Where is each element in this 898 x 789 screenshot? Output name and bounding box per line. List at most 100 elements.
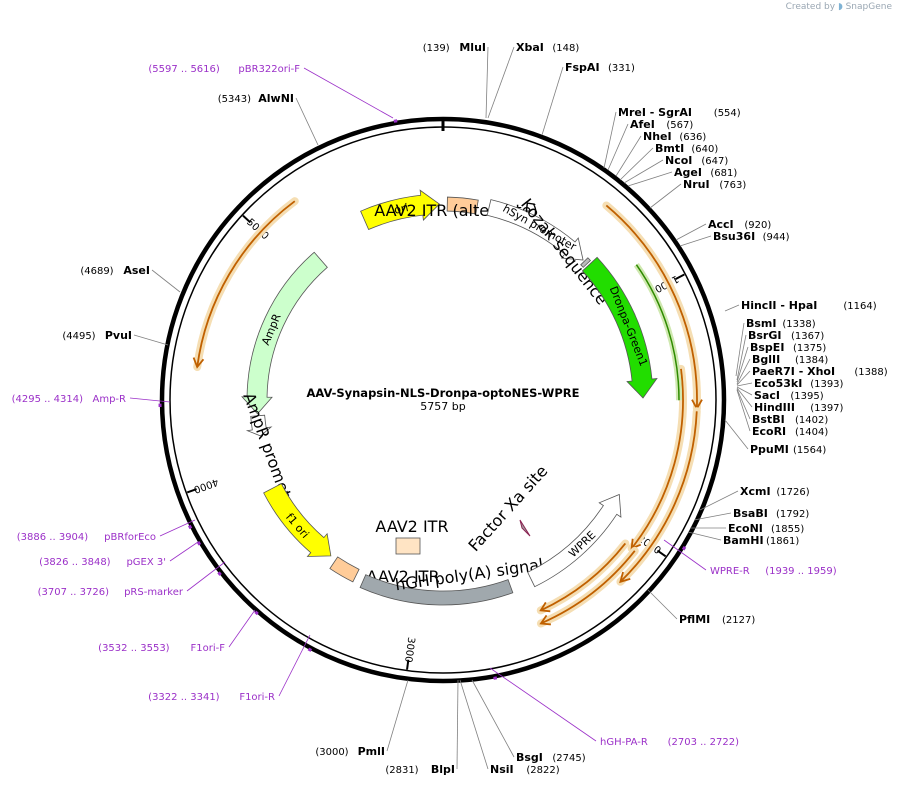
primer-name-pgex3: pGEX 3' xyxy=(126,557,166,568)
site-pos-pflmi: (2127) xyxy=(722,615,755,626)
site-pos-xbai: (148) xyxy=(552,43,579,54)
primer-name-f1orir: F1ori-R xyxy=(239,692,275,703)
site-leader-afei xyxy=(607,123,629,171)
primer-range-pbrforeco: (3886 .. 3904) xyxy=(17,532,89,543)
feature-hsyn-promoter xyxy=(486,199,584,261)
primer-name-pbr322orif: pBR322ori-F xyxy=(238,64,300,75)
site-leader-bsabi xyxy=(693,512,732,521)
site-name-saci: SacI xyxy=(754,389,780,402)
site-leader-nrui xyxy=(649,183,682,209)
site-leader-asei xyxy=(151,269,181,293)
site-pos-acci: (920) xyxy=(744,220,771,231)
site-name-afei: AfeI xyxy=(630,118,655,131)
site-pos-hindiii: (1397) xyxy=(810,403,843,414)
site-name-bglii: BglII xyxy=(752,353,780,366)
site-leader-bamhi xyxy=(687,531,722,541)
primer-leader-wprer xyxy=(663,539,707,571)
feature-label-itr-1: AAV2 ITR xyxy=(366,567,439,586)
site-name-nrui: NruI xyxy=(683,178,710,191)
site-pos-econi: (1855) xyxy=(771,524,804,535)
orf-arc-6-line xyxy=(196,200,296,368)
site-leader-bsu36i xyxy=(679,235,712,247)
site-leader-ncoi xyxy=(623,159,664,184)
site-pos-agei: (681) xyxy=(710,168,737,179)
site-name-xbai: XbaI xyxy=(516,41,544,54)
site-leader-mrei xyxy=(603,111,617,169)
site-pos-ppumi: (1564) xyxy=(793,445,826,456)
primer-range-pbr322orif: (5597 .. 5616) xyxy=(148,64,220,75)
site-name-bmti: BmtI xyxy=(655,142,684,155)
snapgene-watermark: Created by ◗ SnapGene xyxy=(786,2,892,12)
plasmid-length: 5757 bp xyxy=(420,400,465,413)
plasmid-name: AAV-Synapsin-NLS-Dronpa-optoNES-WPRE xyxy=(306,386,579,400)
primer-leader-f1orif xyxy=(228,609,256,648)
primer-leader-prsmarker xyxy=(186,561,226,592)
primer-range-hghpar: (2703 .. 2722) xyxy=(668,737,740,748)
site-pos-bglii: (1384) xyxy=(795,355,828,366)
tick-label-4000: 4000 xyxy=(192,476,220,495)
site-name-hindiii: HindIII xyxy=(754,401,795,414)
primers: pBR322ori-F(5597 .. 5616)Amp-R(4295 .. 4… xyxy=(12,64,837,748)
site-leader-saci xyxy=(736,386,753,396)
site-pos-bsmi: (1338) xyxy=(782,319,815,330)
primer-name-prsmarker: pRS-marker xyxy=(124,587,184,598)
site-name-bsrgi: BsrGI xyxy=(748,329,781,342)
primer-mark-f1orir xyxy=(307,647,313,652)
primer-range-prsmarker: (3707 .. 3726) xyxy=(38,587,110,598)
tick-mark-4000 xyxy=(186,488,197,494)
site-name-mrei: MreI - SgrAI xyxy=(618,106,692,119)
tick-mark-2000 xyxy=(656,549,667,558)
primer-leader-pbrforeco xyxy=(159,519,196,537)
site-name-bstbi: BstBI xyxy=(752,413,785,426)
primer-range-pgex3: (3826 .. 3848) xyxy=(39,557,111,568)
site-name-bsu36i: Bsu36I xyxy=(713,230,755,243)
feature-aav2-itr-2 xyxy=(395,537,421,555)
primer-mark-f1orif xyxy=(254,610,259,616)
site-name-ppumi: PpuMI xyxy=(750,443,789,456)
site-pos-asei: (4689) xyxy=(80,266,113,277)
site-leader-pflmi xyxy=(647,589,678,620)
site-name-hincii: HincII - HpaI xyxy=(741,299,817,312)
site-leader-bglii xyxy=(736,358,751,385)
primer-mark-pbr322orif xyxy=(393,119,398,123)
site-name-fspai: FspAI xyxy=(565,61,600,74)
primer-leader-ampr xyxy=(129,397,171,403)
orf-arc-3-line xyxy=(619,411,698,583)
site-pos-nrui: (763) xyxy=(719,180,746,191)
primer-range-f1orif: (3532 .. 3553) xyxy=(98,643,170,654)
feature-wpre xyxy=(527,493,622,588)
feature-hgh-polya xyxy=(359,574,514,606)
site-pos-paer7i: (1388) xyxy=(854,367,887,378)
site-name-ecori: EcoRI xyxy=(752,425,786,438)
site-leader-ecori xyxy=(736,389,751,432)
site-pos-saci: (1395) xyxy=(790,391,823,402)
feature-label-itr-2: AAV2 ITR xyxy=(375,517,448,536)
feature-label-factor-xa: Factor Xa site xyxy=(464,462,551,556)
site-name-agei: AgeI xyxy=(674,166,702,179)
site-pos-nhei: (636) xyxy=(679,132,706,143)
site-pos-nsii: (2822) xyxy=(526,765,559,776)
feature-factor-xa xyxy=(519,519,531,537)
site-name-alwni: AlwNI xyxy=(258,92,294,105)
feature-aav2-itr xyxy=(329,556,360,583)
site-name-acci: AccI xyxy=(708,218,734,231)
site-pos-afei: (567) xyxy=(666,120,693,131)
primer-name-ampr: Amp-R xyxy=(93,394,127,405)
feature-dronpa xyxy=(581,256,658,399)
site-name-bsgi: BsgI xyxy=(516,751,543,764)
site-pos-fspai: (331) xyxy=(608,63,635,74)
site-pos-alwni: (5343) xyxy=(218,94,251,105)
tick-mark-5000 xyxy=(242,214,252,224)
site-pos-bsgi: (2745) xyxy=(552,753,585,764)
site-name-blpi: BlpI xyxy=(431,763,455,776)
site-name-pflmi: PflMI xyxy=(679,613,710,626)
site-leader-fspai xyxy=(541,66,564,136)
site-pos-bstbi: (1402) xyxy=(795,415,828,426)
feature-label-hgh: hGH poly(A) signal xyxy=(394,555,545,595)
site-pos-bsabi: (1792) xyxy=(776,509,809,520)
site-pos-xcmi: (1726) xyxy=(776,487,809,498)
feature-aav2-itr-alt xyxy=(446,196,479,215)
site-leader-agei xyxy=(627,171,673,187)
tick-mark-1000 xyxy=(675,273,685,281)
feature-ampr xyxy=(241,251,328,415)
